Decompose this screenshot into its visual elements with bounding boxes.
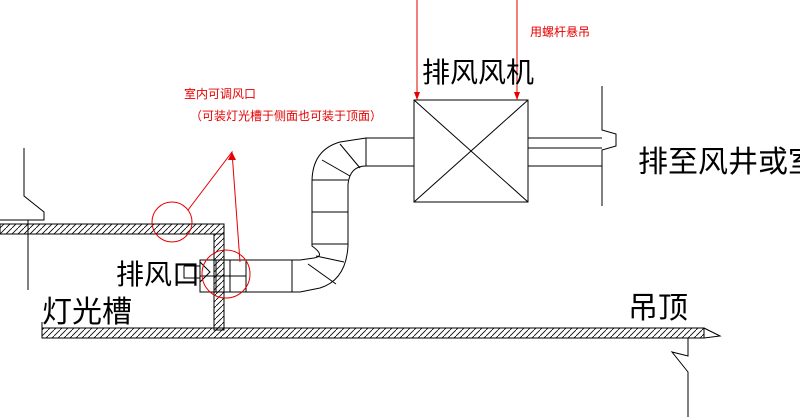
- outlet-duct: [528, 137, 602, 167]
- right-upper-wall: [601, 86, 617, 206]
- riser-duct: [299, 137, 367, 293]
- light-trough-top: [0, 223, 225, 235]
- upper-duct: [365, 137, 415, 167]
- hanger-rods: [414, 0, 520, 100]
- light-trough-label: 灯光槽: [42, 295, 132, 330]
- ceiling-slab: [41, 322, 705, 339]
- right-lower-wall: [670, 327, 722, 417]
- fan-label: 排风风机: [422, 56, 534, 89]
- indoor-vent-label: 室内可调风口: [184, 86, 256, 101]
- rod-note: 用螺杆悬吊: [530, 25, 590, 39]
- lower-duct: [245, 259, 300, 293]
- indoor-vent-note: （可装灯光槽于侧面也可装于顶面）: [190, 109, 382, 123]
- left-wall: [0, 148, 45, 290]
- exhaust-port-label: 排风口: [116, 258, 200, 291]
- exhaust-fan: [413, 99, 529, 203]
- ceiling-label: 吊顶: [628, 291, 688, 326]
- airflow-arrow: [183, 260, 211, 284]
- outlet-destination-label: 排至风井或室外: [638, 145, 800, 180]
- annotation-callouts: [151, 150, 251, 299]
